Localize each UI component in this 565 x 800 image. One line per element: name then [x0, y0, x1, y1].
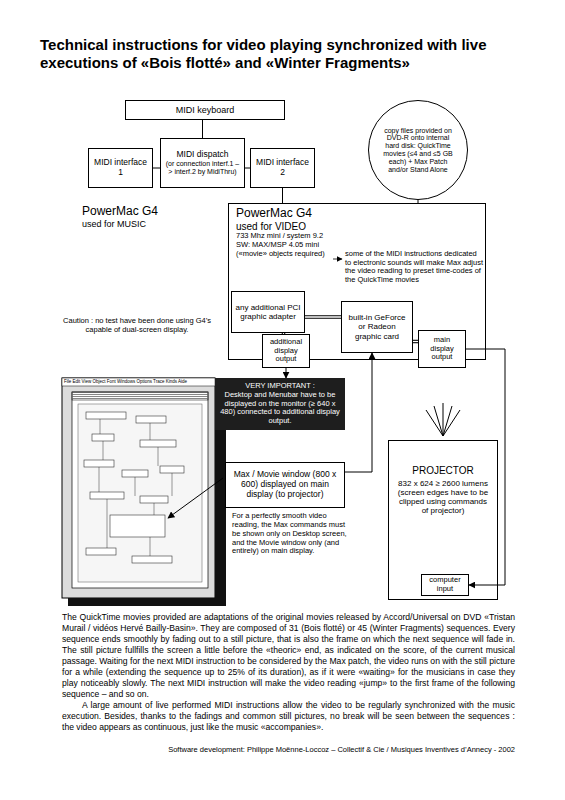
- title: Technical instructions for video playing…: [40, 36, 500, 72]
- projector-light-rays: [426, 403, 460, 436]
- connector: [286, 368, 287, 378]
- node-label: MIDI dispatch: [177, 150, 229, 160]
- node-label: additional display output: [266, 338, 306, 364]
- connector-line: [305, 315, 341, 319]
- body-paragraph: The QuickTime movies provided are adapta…: [62, 612, 515, 700]
- storage-circle: copy files provided on DVD-R onto intern…: [368, 100, 468, 200]
- node-label: any additional PCI graphic adapter: [235, 303, 301, 321]
- node-text: (or connection interf.1 –> interf.2 by M…: [164, 160, 241, 176]
- window-box: Max / Movie window (800 x 600) displayed…: [225, 462, 345, 508]
- note-text: used for MUSIC: [82, 219, 222, 230]
- node-text: («movie» objects required): [236, 250, 325, 259]
- node-label: computer input: [425, 576, 465, 593]
- annotation-arrow: [333, 259, 342, 260]
- connector: [282, 188, 283, 203]
- connector-line: [282, 188, 283, 203]
- node-text: Desktop and Menubar have to be displayed…: [220, 391, 340, 426]
- node-label: PowerMac G4: [236, 207, 312, 221]
- node-label: MIDI keyboard: [176, 105, 235, 115]
- note-text: File Edit View Object Font Windows Optio…: [64, 379, 214, 385]
- monitor-screenshot: [62, 378, 226, 606]
- node-label: VERY IMPORTANT :: [245, 382, 315, 391]
- interface-box: MIDI interface 2: [250, 148, 315, 188]
- connector-gap: [305, 316, 341, 317]
- node-label: MIDI interface 1: [92, 158, 149, 178]
- interface-box: MIDI interface 1: [88, 148, 153, 188]
- node-text: 832 x 624 ≥ 2600 lumens (screen edges ha…: [395, 479, 491, 516]
- connector: [202, 120, 203, 138]
- node-text: used for VIDEO: [236, 221, 306, 233]
- output-box: additional display output: [262, 334, 310, 368]
- node-label: Max / Movie window (800 x 600) displayed…: [231, 470, 339, 499]
- graphic-card-box: built-in GeForce or Radeon graphic card: [341, 301, 413, 353]
- node-label: MIDI interface 2: [254, 158, 311, 178]
- connector-line: [153, 168, 160, 169]
- connector-line: [345, 353, 372, 472]
- note-text: Caution : no test have been done using G…: [62, 316, 212, 334]
- output-box: main display output: [418, 330, 466, 368]
- connector: [153, 168, 160, 169]
- projector-box: PROJECTOR 832 x 624 ≥ 2600 lumens (screen…: [388, 440, 498, 600]
- connector-line: [202, 120, 203, 138]
- keyboard-box: MIDI keyboard: [125, 100, 285, 120]
- node-label: main display output: [422, 336, 462, 362]
- node-text: SW: MAX/MSP 4.05 mini: [236, 241, 319, 250]
- note-text: PowerMac G4: [82, 204, 222, 218]
- adapter-box: any additional PCI graphic adapter: [231, 291, 305, 333]
- node-label: copy files provided on DVD-R onto intern…: [382, 127, 454, 174]
- input-box: computer input: [421, 574, 469, 596]
- connector: [345, 353, 372, 472]
- warning-box: VERY IMPORTANT :Desktop and Menubar have…: [215, 378, 345, 430]
- dispatch-box: MIDI dispatch(or connection interf.1 –> …: [160, 138, 245, 188]
- note-text: For a perfectly smooth video reading, th…: [232, 512, 350, 556]
- note-text: some of the MIDI instructions dedicated …: [345, 250, 485, 285]
- node-label: PROJECTOR: [412, 465, 474, 477]
- connector-line: [286, 368, 287, 378]
- connector: [305, 317, 341, 318]
- node-text: 733 Mhz mini / system 9.2: [236, 232, 323, 241]
- node-label: built-in GeForce or Radeon graphic card: [345, 313, 409, 341]
- footer-credit: Software development: Philippe Moënne-Lo…: [62, 745, 515, 754]
- body-paragraph: A large amount of live performed MIDI in…: [62, 700, 515, 733]
